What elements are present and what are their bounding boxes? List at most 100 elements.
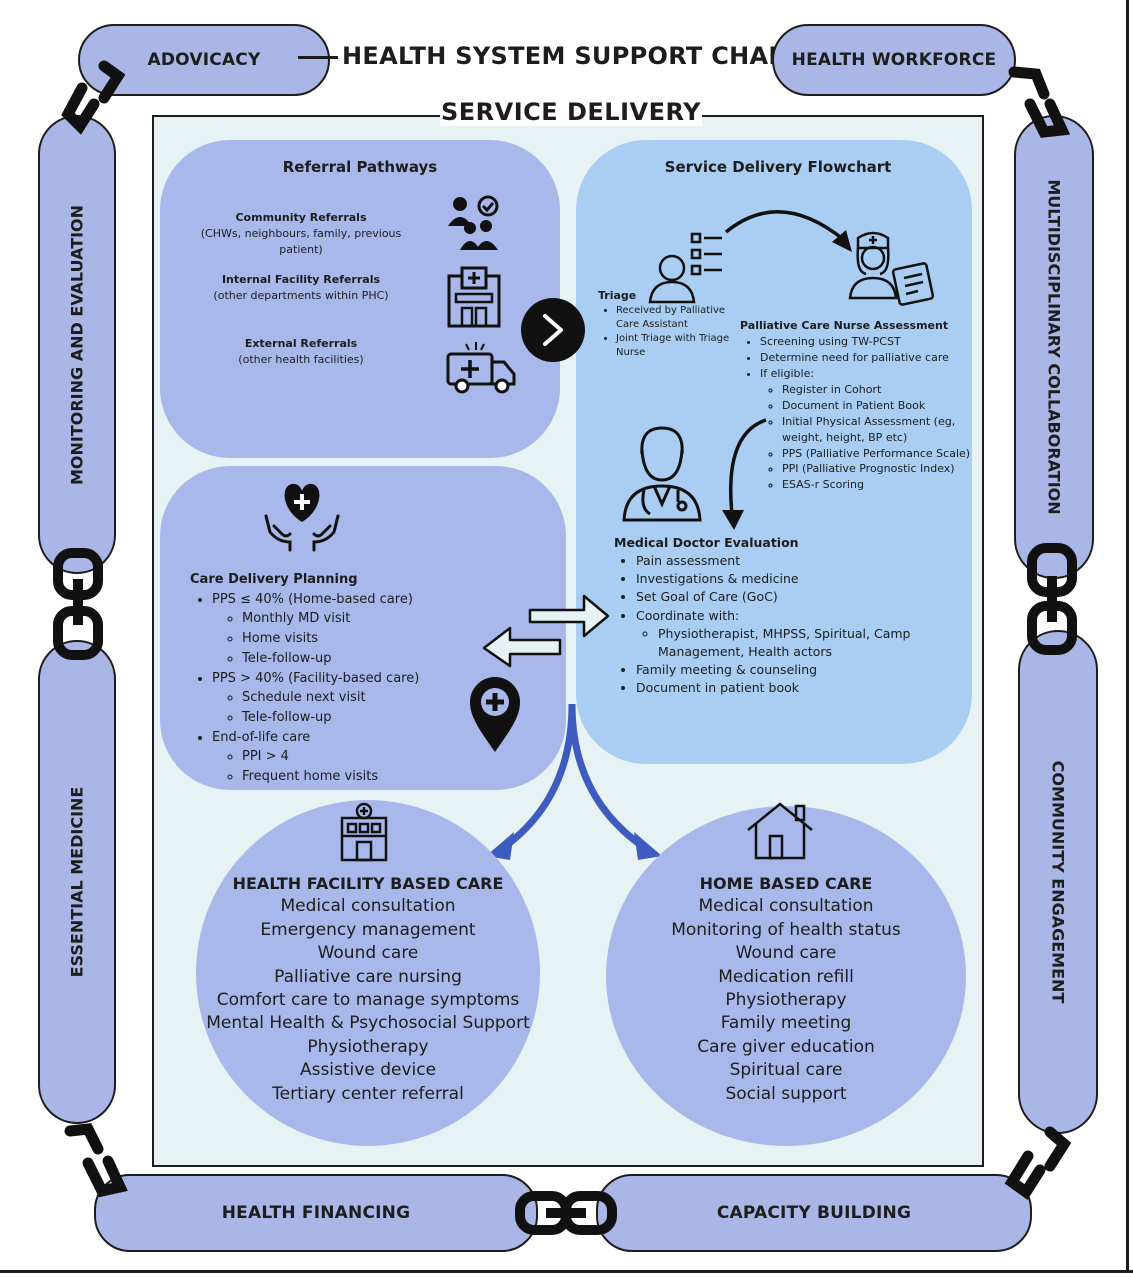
- flowchart-title: Service Delivery Flowchart: [664, 158, 892, 176]
- chain-link-icon: [1027, 543, 1077, 655]
- home-care-item: Social support: [725, 1083, 847, 1104]
- doctor-item: Set Goal of Care (GoC): [636, 588, 954, 606]
- workforce-label: HEALTH WORKFORCE: [791, 50, 997, 70]
- multidisciplinary-label: MULTIDISCIPLINARY COLLABORATION: [1044, 179, 1064, 515]
- doctor-item: Coordinate with:: [636, 607, 954, 625]
- planning-sub-item: PPI > 4: [242, 747, 490, 767]
- multidisciplinary-pill: MULTIDISCIPLINARY COLLABORATION: [1014, 115, 1094, 579]
- triage-title: Triage: [598, 289, 637, 302]
- planning-sub-item: Frequent home visits: [242, 767, 490, 787]
- support-chain-title-text: HEALTH SYSTEM SUPPORT CHAIN: [342, 42, 799, 70]
- nurse-sub-item: ESAS-r Scoring: [782, 477, 976, 493]
- two-way-arrow-icon: [482, 594, 610, 668]
- planning-sub-item: Home visits: [242, 629, 490, 649]
- home-care-item: Care giver education: [697, 1036, 875, 1057]
- external-referrals: External Referrals (other health facilit…: [186, 336, 416, 368]
- people-icon: [448, 195, 499, 250]
- nurse-sub-item: Initial Physical Assessment (eg, weight,…: [782, 414, 976, 446]
- planning-sub-item: Tele-follow-up: [242, 708, 490, 728]
- monitoring-evaluation-label: MONITORING AND EVALUATION: [67, 204, 87, 485]
- workforce-pill: HEALTH WORKFORCE: [772, 24, 1016, 96]
- community-engagement-label: COMMUNITY ENGAGEMENT: [1048, 760, 1068, 1004]
- doctor-item: Pain assessment: [636, 552, 954, 570]
- clipboard-icon: [891, 262, 935, 306]
- chain-link-icon: [1008, 66, 1071, 138]
- essential-medicine-pill: ESSENTIAL MEDICINE: [38, 640, 116, 1124]
- nurse-item: Screening using TW-PCST: [760, 334, 976, 350]
- home-care-item: Monitoring of health status: [671, 919, 901, 940]
- advocacy-pill: ADOVICACY: [78, 24, 330, 96]
- page-border-right: [1126, 0, 1129, 1272]
- location-pin-plus-icon: [470, 677, 520, 752]
- triage-block: Triage Received by Palliative Care Assis…: [598, 288, 748, 360]
- nurse-sub-item: Document in Patient Book: [782, 398, 976, 414]
- triage-item: Joint Triage with Triage Nurse: [616, 332, 748, 360]
- facility-care-item: Physiotherapy: [307, 1036, 429, 1057]
- facility-care-item: Mental Health & Psychosocial Support: [206, 1013, 530, 1034]
- triage-item: Received by Palliative Care Assistant: [616, 304, 748, 332]
- community-referrals-detail: (CHWs, neighbours, family, previous pati…: [200, 226, 402, 256]
- triage-to-nurse-arrow: [724, 210, 852, 252]
- nurse-assessment-title: Palliative Care Nurse Assessment: [740, 319, 949, 332]
- service-delivery-title: SERVICE DELIVERY: [440, 98, 702, 126]
- nurse-item: If eligible:: [760, 366, 976, 382]
- chain-link-icon: [53, 548, 103, 660]
- internal-referrals: Internal Facility Referrals (other depar…: [186, 272, 416, 304]
- chain-link-icon: [61, 60, 126, 135]
- external-referrals-title: External Referrals: [244, 337, 358, 350]
- facility-care-item: Comfort care to manage symptoms: [216, 990, 520, 1011]
- facility-care-item: Tertiary center referral: [272, 1083, 464, 1104]
- planning-sub-item: Monthly MD visit: [242, 609, 490, 629]
- chevron-right-icon: [521, 298, 585, 362]
- home-care-title: HOME BASED CARE: [699, 874, 873, 893]
- home-care-item: Medical consultation: [698, 896, 874, 917]
- ambulance-icon: [446, 342, 516, 394]
- community-referrals-title: Community Referrals: [235, 211, 367, 224]
- nurse-to-doctor-arrow: [722, 418, 767, 530]
- doctor-evaluation-block: Medical Doctor Evaluation Pain assessmen…: [614, 534, 954, 697]
- home-care-item: Family meeting: [720, 1013, 852, 1034]
- doctor-item: Investigations & medicine: [636, 570, 954, 588]
- home-care-block: HOME BASED CARE Medical consultation Mon…: [606, 872, 966, 1106]
- facility-care-item: Assistive device: [299, 1060, 437, 1081]
- health-financing-label: HEALTH FINANCING: [221, 1203, 411, 1223]
- fork-arrow-icon: [486, 703, 662, 860]
- heart-hands-icon: [264, 483, 340, 552]
- support-chain-title: HEALTH SYSTEM SUPPORT CHAIN: [298, 42, 839, 70]
- planning-sub-item: Tele-follow-up: [242, 649, 490, 669]
- doctor-item: Family meeting & counseling: [636, 661, 954, 679]
- page-border-bottom: [0, 1270, 1133, 1273]
- nurse-sub-item: PPS (Palliative Performance Scale): [782, 446, 976, 462]
- monitoring-evaluation-pill: MONITORING AND EVALUATION: [38, 115, 116, 574]
- home-care-item: Medication refill: [718, 966, 854, 987]
- facility-care-circle: [196, 800, 540, 1146]
- internal-referrals-title: Internal Facility Referrals: [221, 273, 381, 286]
- doctor-evaluation-title: Medical Doctor Evaluation: [614, 535, 799, 550]
- chain-link-icon: [64, 1123, 128, 1198]
- capacity-building-pill: CAPACITY BUILDING: [596, 1174, 1032, 1252]
- planning-item: PPS ≤ 40% (Home-based care): [212, 590, 490, 610]
- internal-referrals-detail: (other departments within PHC): [213, 288, 389, 302]
- facility-care-item: Palliative care nursing: [274, 966, 462, 987]
- community-engagement-pill: COMMUNITY ENGAGEMENT: [1018, 630, 1098, 1134]
- hospital-icon: [447, 266, 501, 328]
- planning-sub-item: Schedule next visit: [242, 688, 490, 708]
- external-referrals-detail: (other health facilities): [238, 352, 364, 366]
- chain-link-icon: [1004, 1126, 1072, 1200]
- home-care-item: Spiritual care: [729, 1060, 843, 1081]
- nurse-sub-item: PPI (Palliative Prognostic Index): [782, 461, 976, 477]
- facility-care-item: Emergency management: [260, 919, 476, 940]
- nurse-item: Determine need for palliative care: [760, 350, 976, 366]
- referral-pathways-panel: Referral Pathways Community Referrals (C…: [160, 140, 560, 458]
- community-referrals: Community Referrals (CHWs, neighbours, f…: [186, 210, 416, 258]
- advocacy-label: ADOVICACY: [147, 50, 261, 70]
- essential-medicine-label: ESSENTIAL MEDICINE: [67, 786, 87, 978]
- chain-link-icon: [515, 1191, 617, 1235]
- house-icon: [747, 802, 813, 860]
- care-planning-block: Care Delivery Planning PPS ≤ 40% (Home-b…: [190, 570, 490, 787]
- facility-care-item: Medical consultation: [280, 896, 456, 917]
- doctor-item: Document in patient book: [636, 679, 954, 697]
- nurse-sub-item: Register in Cohort: [782, 382, 976, 398]
- facility-care-title: HEALTH FACILITY BASED CARE: [232, 874, 504, 893]
- planning-item: PPS > 40% (Facility-based care): [212, 669, 490, 689]
